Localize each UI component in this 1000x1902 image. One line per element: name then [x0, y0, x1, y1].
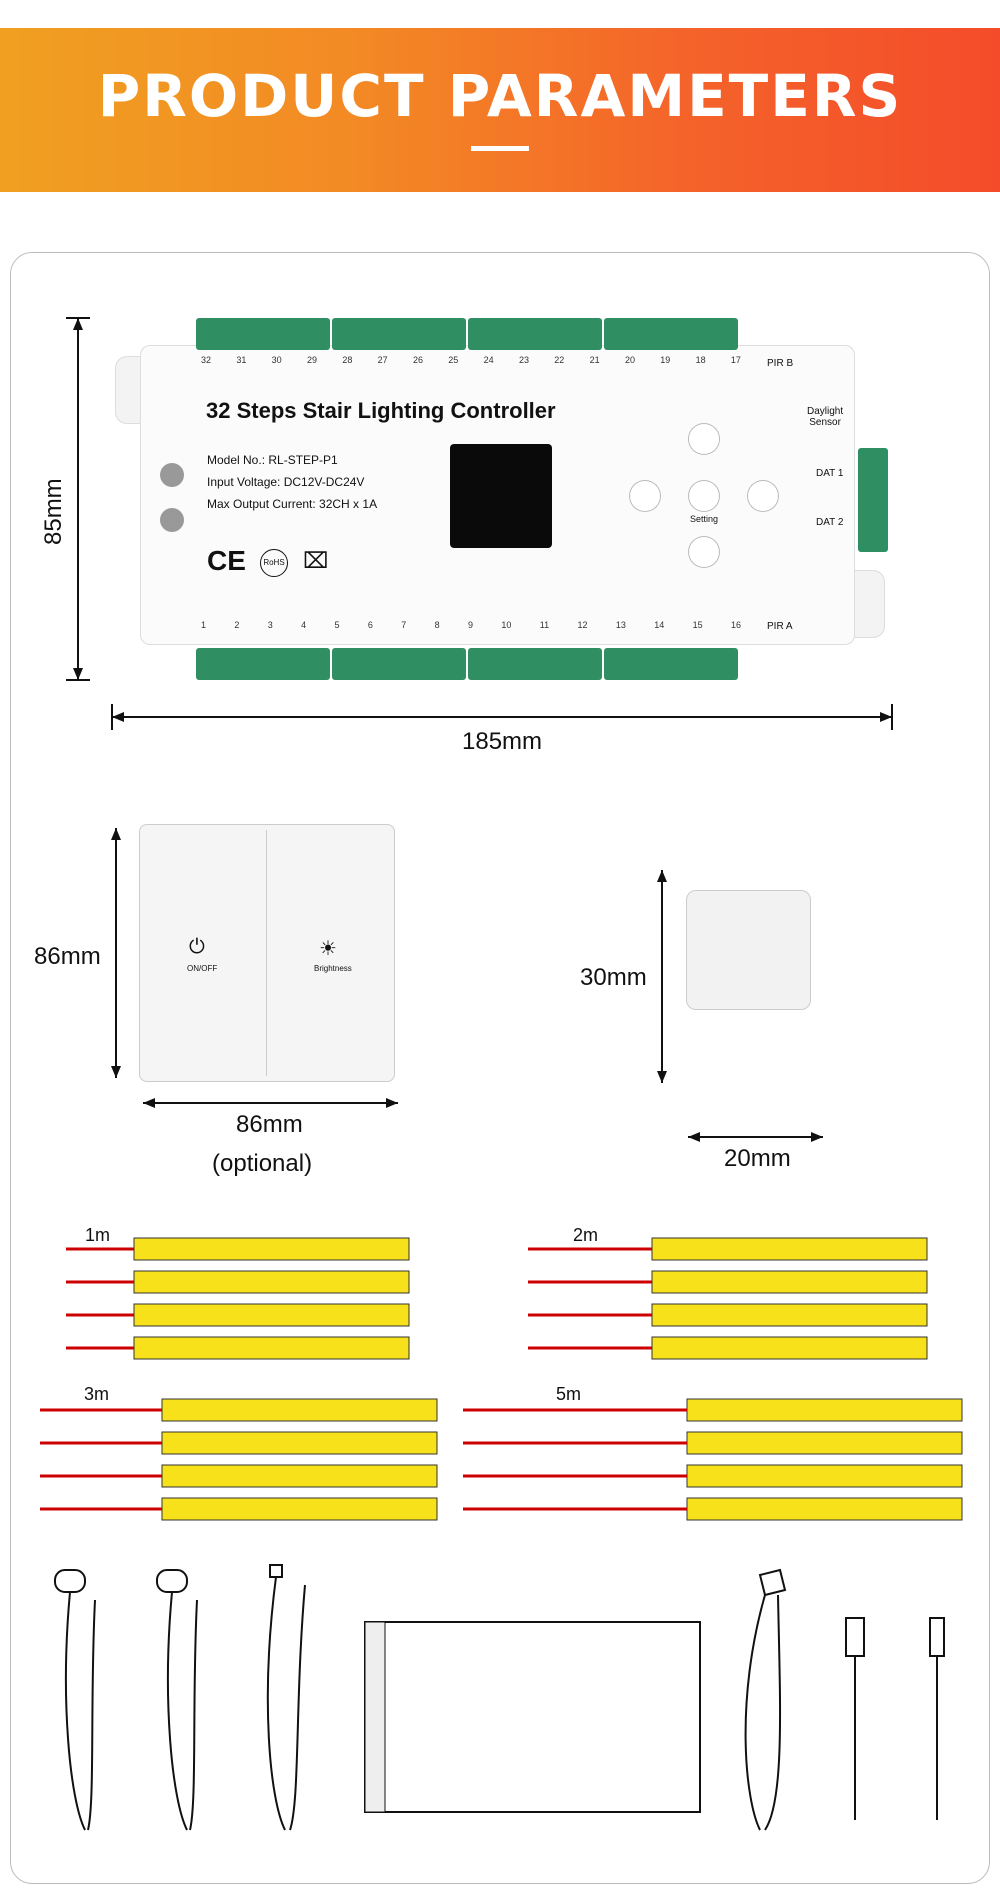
channel-label: 28	[342, 355, 353, 365]
channel-label: 7	[401, 620, 407, 630]
channel-label: 31	[236, 355, 247, 365]
minus-button[interactable]	[630, 481, 660, 511]
ce-mark: CE	[207, 545, 246, 576]
model-number: Model No.: RL-STEP-P1	[207, 453, 338, 467]
power-plug-cable-icon	[744, 1568, 787, 1831]
channel-label: 30	[271, 355, 282, 365]
sun-icon: ☀	[319, 938, 337, 960]
channel-label: 21	[589, 355, 600, 365]
channel-label: 10	[501, 620, 512, 630]
channel-label: 15	[692, 620, 703, 630]
controller-width-label: 185mm	[462, 728, 543, 755]
channel-label: 27	[377, 355, 388, 365]
pir-b-label: PIR B	[767, 358, 794, 369]
daylight-sensor-label: Daylight Sensor	[807, 406, 843, 428]
channel-label: 25	[448, 355, 459, 365]
terminal-block	[332, 318, 466, 350]
channel-label: 13	[615, 620, 626, 630]
sensor-width-label: 20mm	[724, 1145, 791, 1172]
channel-label: 32	[201, 355, 212, 365]
dc-connector-cable-icon	[845, 1617, 865, 1820]
strip-length-3m: 3m	[84, 1384, 110, 1404]
channel-label: 26	[412, 355, 423, 365]
power-supply-icon	[364, 1621, 701, 1813]
motion-sensor	[686, 890, 811, 1010]
channel-label: 1	[201, 620, 207, 630]
brightness-label: Brightness	[314, 964, 352, 973]
power-terminal-screw	[160, 508, 184, 532]
power-terminal-screw	[160, 463, 184, 487]
panel-divider	[266, 830, 267, 1076]
top-channel-labels: 32 31 30 29 28 27 26 25 24 23 22 21 20 19 18 17	[201, 355, 741, 365]
channel-label: 5	[334, 620, 340, 630]
channel-label: 9	[468, 620, 474, 630]
channel-label: 6	[367, 620, 373, 630]
terminal-block	[858, 448, 888, 552]
setting-label: Setting	[690, 514, 719, 524]
plus-button[interactable]	[748, 481, 778, 511]
extension-cable-icon	[266, 1564, 306, 1831]
panel-height-label: 86mm	[34, 943, 101, 970]
weee-bin-icon: ⌧	[303, 548, 329, 573]
controller-title: 32 Steps Stair Lighting Controller	[206, 398, 556, 423]
channel-label: 24	[483, 355, 494, 365]
header-banner: PRODUCT PARAMETERS	[0, 28, 1000, 192]
down-button[interactable]	[689, 537, 719, 567]
panel-width-label: 86mm	[236, 1111, 303, 1138]
input-voltage: Input Voltage: DC12V-DC24V	[207, 475, 365, 489]
title-underline	[471, 146, 529, 151]
channel-label: 11	[539, 620, 550, 630]
sensor-text: Sensor	[809, 417, 841, 428]
on-off-label: ON/OFF	[187, 964, 218, 973]
dc-connector-cable-icon	[929, 1617, 945, 1820]
pir-a-label: PIR A	[767, 621, 793, 632]
terminal-block	[196, 648, 330, 680]
up-button[interactable]	[689, 424, 719, 454]
pir-sensor-cable-icon	[54, 1569, 96, 1831]
channel-label: 17	[730, 355, 741, 365]
page-title: PRODUCT PARAMETERS	[97, 62, 903, 130]
channel-label: 29	[306, 355, 317, 365]
terminal-block	[468, 318, 602, 350]
terminal-block	[196, 318, 330, 350]
channel-label: 22	[554, 355, 565, 365]
dat2-label: DAT 2	[816, 517, 844, 528]
sensor-height-label: 30mm	[580, 964, 647, 991]
strip-length-2m: 2m	[573, 1225, 599, 1245]
channel-label: 23	[518, 355, 529, 365]
channel-label: 8	[434, 620, 440, 630]
wall-switch-panel: ⏻ ON/OFF ☀ Brightness	[139, 824, 395, 1082]
channel-label: 19	[660, 355, 671, 365]
terminal-block	[604, 648, 738, 680]
channel-label: 16	[730, 620, 741, 630]
pir-sensor-cable-icon	[156, 1569, 198, 1831]
channel-label: 3	[267, 620, 273, 630]
dat1-label: DAT 1	[816, 468, 844, 479]
strip-length-5m: 5m	[556, 1384, 582, 1404]
power-icon: ⏻	[189, 936, 205, 958]
lcd-screen	[450, 444, 552, 548]
terminal-block	[604, 318, 738, 350]
terminal-block	[332, 648, 466, 680]
daylight-text: Daylight	[807, 406, 844, 417]
terminal-block	[468, 648, 602, 680]
channel-label: 20	[624, 355, 635, 365]
channel-label: 18	[695, 355, 706, 365]
optional-note: (optional)	[212, 1150, 313, 1177]
channel-label: 2	[234, 620, 240, 630]
setting-button[interactable]	[689, 481, 719, 511]
channel-label: 4	[301, 620, 307, 630]
channel-label: 12	[577, 620, 588, 630]
strip-length-1m: 1m	[85, 1225, 111, 1245]
max-output: Max Output Current: 32CH x 1A	[207, 497, 378, 511]
channel-label: 14	[654, 620, 665, 630]
rohs-mark: RoHS	[260, 549, 288, 577]
